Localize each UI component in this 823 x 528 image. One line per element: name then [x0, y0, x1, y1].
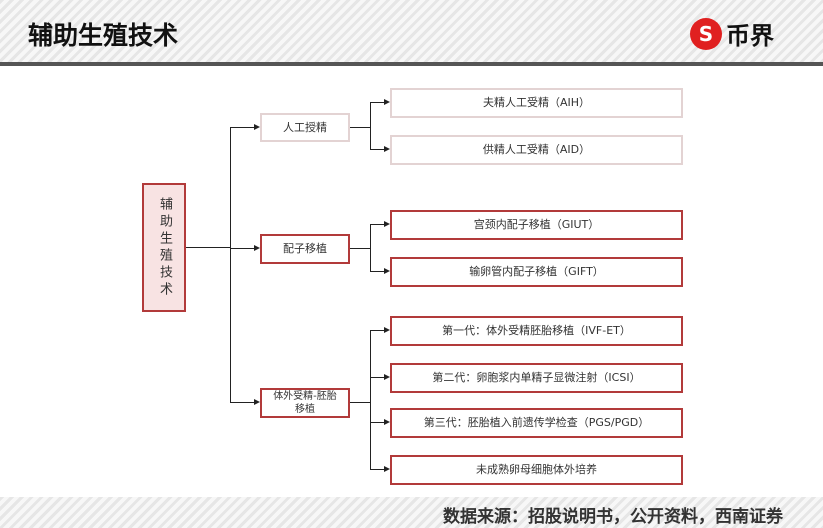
leaf-node: 第三代：胚胎植入前遗传学检查（PGS/PGD）: [390, 408, 683, 438]
connector: [230, 127, 231, 403]
arrow-icon: [254, 245, 260, 251]
connector: [370, 330, 384, 331]
header-band: [0, 0, 823, 62]
leaf-node: 未成熟卵母细胞体外培养: [390, 455, 683, 485]
arrow-icon: [384, 221, 390, 227]
footer-band: [0, 497, 823, 528]
connector: [350, 248, 370, 249]
source-note: 数据来源：招股说明书，公开资料，西南证券: [443, 507, 783, 527]
connector: [370, 330, 371, 470]
connector: [370, 422, 384, 423]
group-node-ai: 人工授精: [260, 113, 350, 142]
logo-icon: S: [690, 17, 722, 50]
leaf-node: 第二代：卵胞浆内单精子显微注射（ICSI）: [390, 363, 683, 393]
root-node: 辅助生殖技术: [142, 183, 186, 312]
logo: S 币界: [690, 16, 774, 51]
group-node-gamete: 配子移植: [260, 234, 350, 264]
logo-text: 币界: [726, 22, 774, 50]
arrow-icon: [384, 327, 390, 333]
arrow-icon: [384, 374, 390, 380]
header-divider: [0, 62, 823, 66]
connector: [370, 377, 384, 378]
connector: [370, 102, 384, 103]
group-node-ivf: 体外受精-胚胎移植: [260, 388, 350, 418]
arrow-icon: [384, 146, 390, 152]
connector: [370, 224, 384, 225]
connector: [370, 224, 371, 271]
page-title: 辅助生殖技术: [28, 21, 179, 50]
connector: [350, 402, 370, 403]
connector: [186, 247, 230, 248]
arrow-icon: [384, 419, 390, 425]
leaf-node: 夫精人工受精（AIH）: [390, 88, 683, 118]
connector: [370, 271, 384, 272]
connector: [370, 149, 384, 150]
arrow-icon: [254, 399, 260, 405]
arrow-icon: [384, 466, 390, 472]
connector: [350, 127, 370, 128]
connector: [230, 248, 254, 249]
connector: [230, 402, 254, 403]
leaf-node: 宫颈内配子移植（GIUT）: [390, 210, 683, 240]
leaf-node: 供精人工受精（AID）: [390, 135, 683, 165]
leaf-node: 输卵管内配子移植（GIFT）: [390, 257, 683, 287]
connector: [370, 469, 384, 470]
connector: [370, 102, 371, 150]
connector: [230, 127, 254, 128]
arrow-icon: [254, 124, 260, 130]
arrow-icon: [384, 99, 390, 105]
leaf-node: 第一代：体外受精胚胎移植（IVF-ET）: [390, 316, 683, 346]
arrow-icon: [384, 268, 390, 274]
